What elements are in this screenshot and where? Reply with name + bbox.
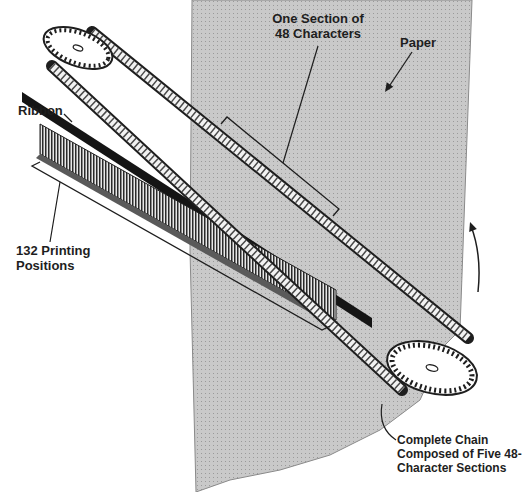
paper-label: Paper	[400, 36, 460, 51]
rotation-arrowhead	[469, 222, 477, 232]
positions-label: 132 Printing Positions	[16, 244, 106, 274]
section-leader	[283, 46, 318, 163]
chain-leader	[381, 404, 396, 440]
paper-leader	[388, 52, 412, 88]
ribbon-strip	[22, 92, 372, 328]
rotation-arrow	[471, 226, 479, 292]
hammer-bank-edge	[36, 154, 336, 324]
ribbon-label: Ribbon	[18, 104, 74, 119]
chain-front-pins	[52, 66, 402, 390]
section-bracket	[221, 117, 339, 216]
ribbon-leader	[64, 114, 72, 122]
paper-arrowhead	[385, 82, 393, 92]
chain-front-links	[52, 66, 402, 390]
lower-sprocket	[381, 332, 483, 404]
positions-leader	[50, 182, 60, 242]
chain-label: Complete Chain Composed of Five 48-Chara…	[397, 434, 525, 475]
lower-sprocket-hub	[425, 364, 438, 373]
upper-sprocket-hub	[72, 44, 83, 52]
chain-front-run	[52, 66, 402, 390]
section-label: One Section of 48 Characters	[268, 12, 368, 42]
